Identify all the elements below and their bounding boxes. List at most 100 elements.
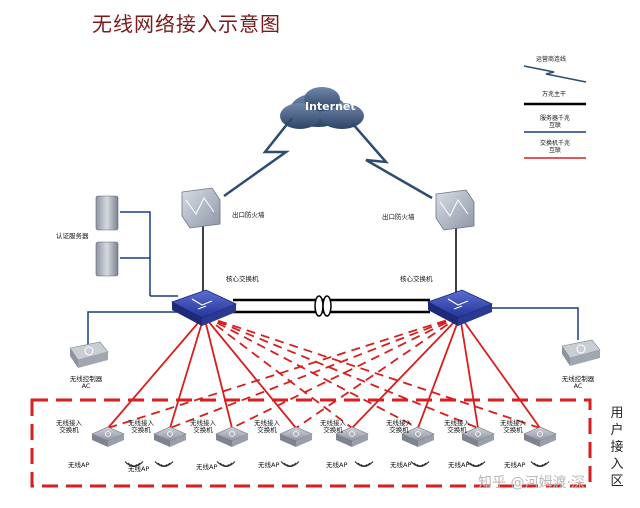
legend-server-label-line2: 互联 bbox=[549, 122, 562, 129]
switch-link-dashed bbox=[203, 315, 541, 429]
wireless-ap-icon bbox=[124, 461, 144, 468]
ap-label: 无线AP bbox=[504, 461, 526, 469]
ap-label: 无线AP bbox=[258, 461, 280, 469]
internet-label: Internet bbox=[305, 100, 356, 113]
wireless-ap-icon bbox=[280, 461, 300, 468]
access-switch-label-line1: 无线接入 bbox=[444, 419, 470, 427]
ac-left-label: 无线控制器 AC bbox=[66, 376, 106, 390]
switch-link-solid bbox=[459, 315, 479, 429]
switch-link-dashed bbox=[295, 315, 461, 429]
watermark: 知乎 @河姆渡·深 bbox=[478, 475, 585, 491]
switch-link-solid bbox=[351, 315, 461, 429]
access-switch-label-line1: 无线接入 bbox=[386, 419, 412, 427]
wireless-aps bbox=[124, 461, 550, 468]
switch-link-solid bbox=[459, 315, 541, 429]
server-icon bbox=[95, 195, 119, 277]
firewall-left-label: 出口防火墙 bbox=[232, 211, 265, 219]
access-switch-label-line1: 无线接入 bbox=[190, 419, 216, 427]
ap-label: 无线AP bbox=[448, 461, 470, 469]
switch-link-solid bbox=[203, 315, 233, 429]
switch-link-dashed bbox=[203, 315, 353, 429]
access-switch-label: 无线接入交换机 bbox=[440, 420, 474, 434]
access-switch-icon bbox=[279, 426, 313, 447]
access-switch-label: 无线接入交换机 bbox=[186, 420, 220, 434]
access-switch-label-line2: 交换机 bbox=[503, 426, 523, 434]
ac-left-label-line1: 无线控制器 bbox=[69, 375, 103, 383]
legend-server-label: 服务器千兆 互联 bbox=[540, 115, 570, 129]
access-switch-label: 无线接入交换机 bbox=[124, 420, 158, 434]
legend-server-label-line1: 服务器千兆 bbox=[540, 115, 571, 122]
access-switch-label-line1: 无线接入 bbox=[320, 419, 346, 427]
ap-label: 无线AP bbox=[390, 461, 412, 469]
access-switch-label: 无线接入交换机 bbox=[52, 420, 86, 434]
access-switch-icon bbox=[401, 426, 435, 447]
switch-gigabit-links bbox=[107, 315, 541, 429]
wireless-ap-icon bbox=[154, 461, 174, 468]
access-switch-label-line1: 无线接入 bbox=[500, 419, 526, 427]
access-switch-icon bbox=[153, 426, 187, 447]
wireless-ap-icon bbox=[354, 461, 374, 468]
firewall-left-icon bbox=[181, 187, 221, 229]
trunk-bundle-icon bbox=[314, 295, 332, 317]
access-switch-label-line1: 无线接入 bbox=[128, 419, 154, 427]
legend-operator-label: 运营商连线 bbox=[536, 56, 567, 63]
ap-label: 无线AP bbox=[128, 465, 150, 473]
ac-right-label-line1: 无线控制器 bbox=[561, 375, 595, 383]
ac-right-label-line2: AC bbox=[573, 382, 583, 390]
core-switch-right-label: 核心交换机 bbox=[400, 275, 433, 283]
firewall-right-icon bbox=[435, 189, 475, 231]
switch-link-dashed bbox=[231, 315, 461, 429]
access-switch-icon bbox=[215, 426, 249, 447]
switch-link-solid bbox=[107, 315, 205, 429]
legend-switch-label-line1: 交换机千兆 bbox=[540, 140, 571, 147]
core-switch-right-icon bbox=[427, 289, 493, 326]
ap-label: 无线AP bbox=[326, 461, 348, 469]
access-switch-icon bbox=[91, 426, 125, 447]
access-switch-icon bbox=[335, 426, 369, 447]
switch-link-dashed bbox=[107, 315, 461, 429]
operator-link-right bbox=[351, 122, 433, 200]
switch-link-solid bbox=[169, 315, 205, 429]
access-switch-label-line2: 交换机 bbox=[389, 426, 409, 434]
wireless-controller-left-icon bbox=[69, 341, 109, 368]
ac-right-label: 无线控制器 AC bbox=[558, 376, 598, 390]
access-switch-label: 无线接入交换机 bbox=[250, 420, 284, 434]
auth-server-label: 认证服务器 bbox=[56, 232, 89, 240]
access-switch-label-line2: 交换机 bbox=[323, 426, 343, 434]
firewall-right-label: 出口防火墙 bbox=[382, 213, 415, 221]
access-switch-label-line1: 无线接入 bbox=[56, 419, 82, 427]
internet-cloud-icon bbox=[280, 87, 364, 129]
access-switch-label-line2: 交换机 bbox=[59, 426, 79, 434]
legend-switch-label-line2: 互联 bbox=[549, 147, 562, 154]
legend bbox=[523, 65, 587, 159]
switch-link-dashed bbox=[203, 315, 419, 429]
access-switch-label-line2: 交换机 bbox=[131, 426, 151, 434]
operator-link-left bbox=[223, 117, 293, 198]
wireless-ap-icon bbox=[216, 461, 236, 468]
wireless-ap-icon bbox=[410, 461, 430, 468]
legend-switch-label: 交换机千兆 互联 bbox=[540, 140, 570, 154]
access-switch-label-line2: 交换机 bbox=[193, 426, 213, 434]
ap-label: 无线AP bbox=[68, 461, 90, 469]
switch-link-dashed bbox=[169, 315, 461, 429]
switch-link-solid bbox=[203, 315, 297, 429]
access-switch-icon bbox=[461, 426, 495, 447]
diagram-title: 无线网络接入示意图 bbox=[92, 12, 281, 36]
access-switch-label: 无线接入交换机 bbox=[316, 420, 350, 434]
wireless-ap-icon bbox=[530, 461, 550, 468]
legend-trunk-label: 万兆主干 bbox=[542, 91, 567, 98]
wireless-controller-right-icon bbox=[561, 339, 601, 366]
ap-label: 无线AP bbox=[196, 463, 218, 471]
user-access-zone-label: 用户接入区 bbox=[610, 406, 624, 489]
wireless-ap-icon bbox=[466, 461, 486, 468]
core-switch-left-label: 核心交换机 bbox=[226, 275, 259, 283]
access-switch-label-line1: 无线接入 bbox=[254, 419, 280, 427]
access-switch-label-line2: 交换机 bbox=[257, 426, 277, 434]
legend-operator-swatch bbox=[523, 65, 587, 83]
server-links bbox=[87, 211, 579, 346]
access-switch-label: 无线接入交换机 bbox=[496, 420, 530, 434]
access-switches bbox=[91, 426, 557, 447]
user-access-zone-border bbox=[30, 398, 592, 488]
